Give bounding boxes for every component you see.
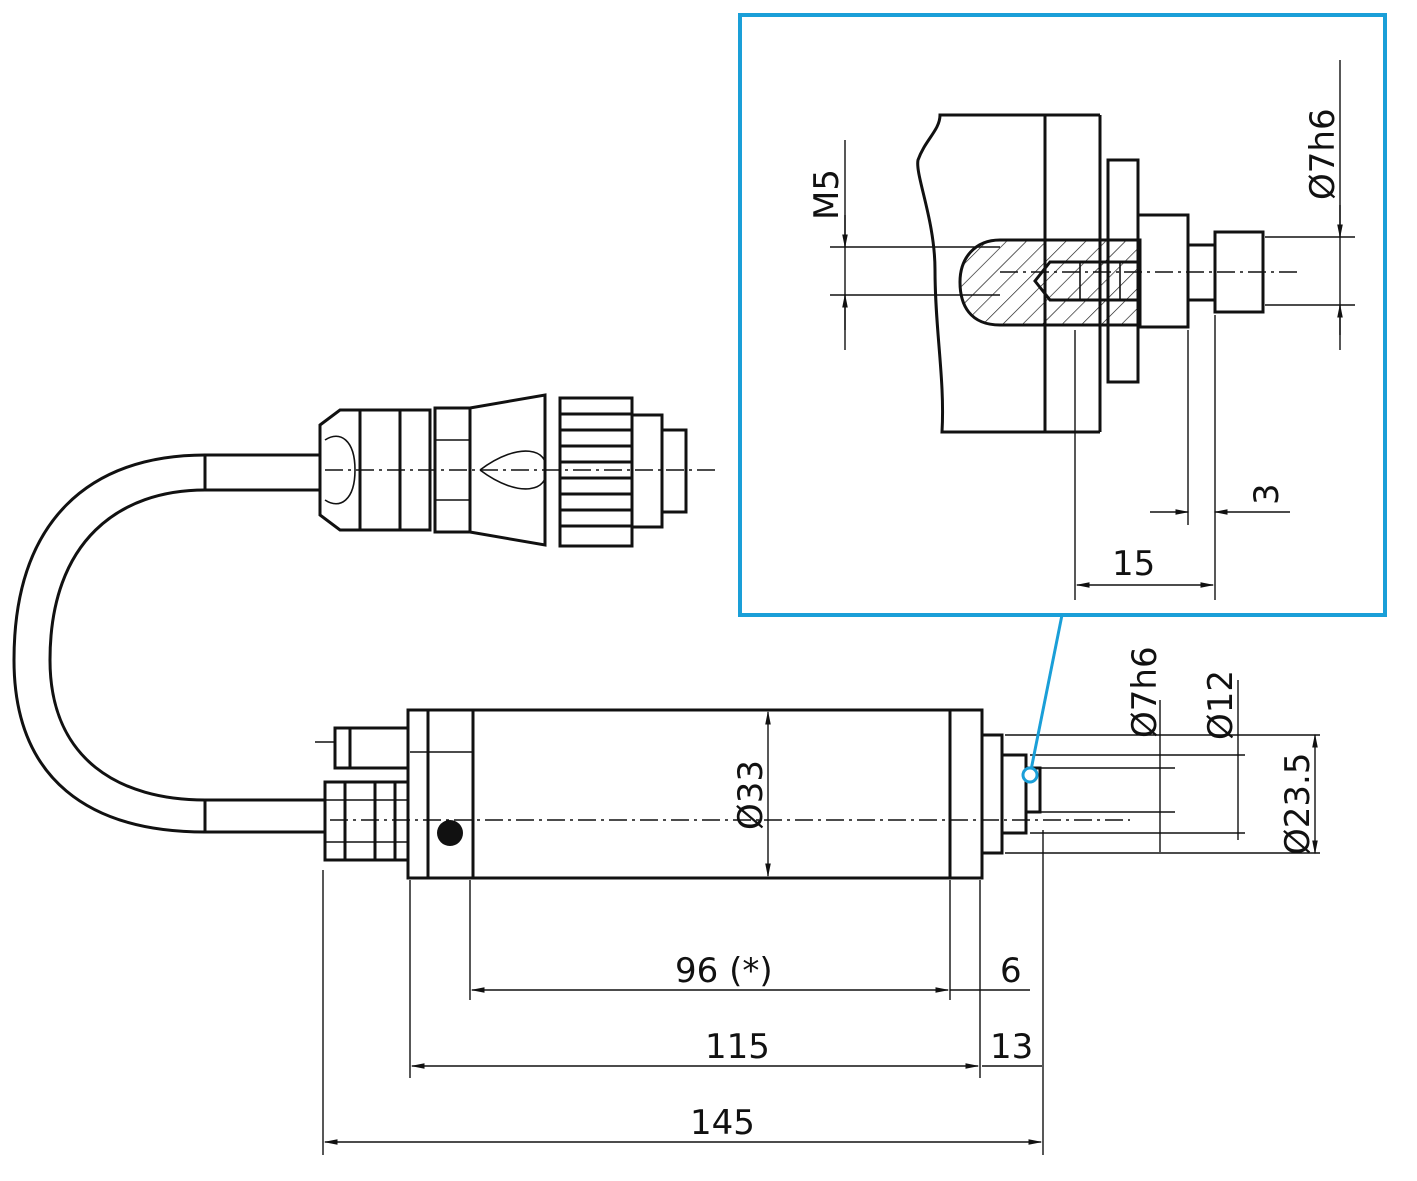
dim-len13: 13 bbox=[990, 1027, 1033, 1067]
knurl-lines bbox=[560, 412, 632, 528]
cable-connector bbox=[318, 393, 720, 548]
dim-len145: 145 bbox=[690, 1103, 755, 1143]
detail-callout-leader bbox=[1021, 614, 1064, 784]
dim-len6: 6 bbox=[1000, 951, 1022, 991]
detail-view: M5 Ø7h6 3 15 bbox=[807, 60, 1355, 600]
dim-d7h6: Ø7h6 bbox=[1125, 646, 1165, 738]
section-hatch bbox=[958, 238, 1142, 327]
cable bbox=[12, 453, 325, 834]
detail-dim-len3: 3 bbox=[1247, 483, 1287, 505]
detail-dim-m5: M5 bbox=[807, 169, 847, 220]
main-dimensions: Ø33 96 (*) 6 115 13 145 Ø7h6 Ø12 bbox=[322, 646, 1320, 1155]
spindle-body bbox=[315, 708, 1130, 880]
dim-d23-5: Ø23.5 bbox=[1278, 753, 1318, 855]
dim-d12: Ø12 bbox=[1201, 670, 1241, 740]
detail-dim-d7h6: Ø7h6 bbox=[1303, 108, 1343, 200]
lubrication-hole bbox=[437, 820, 463, 846]
dim-d33: Ø33 bbox=[731, 760, 771, 830]
detail-dim-len15: 15 bbox=[1112, 544, 1155, 584]
dim-len115: 115 bbox=[705, 1027, 770, 1067]
dim-len96: 96 (*) bbox=[675, 951, 773, 991]
